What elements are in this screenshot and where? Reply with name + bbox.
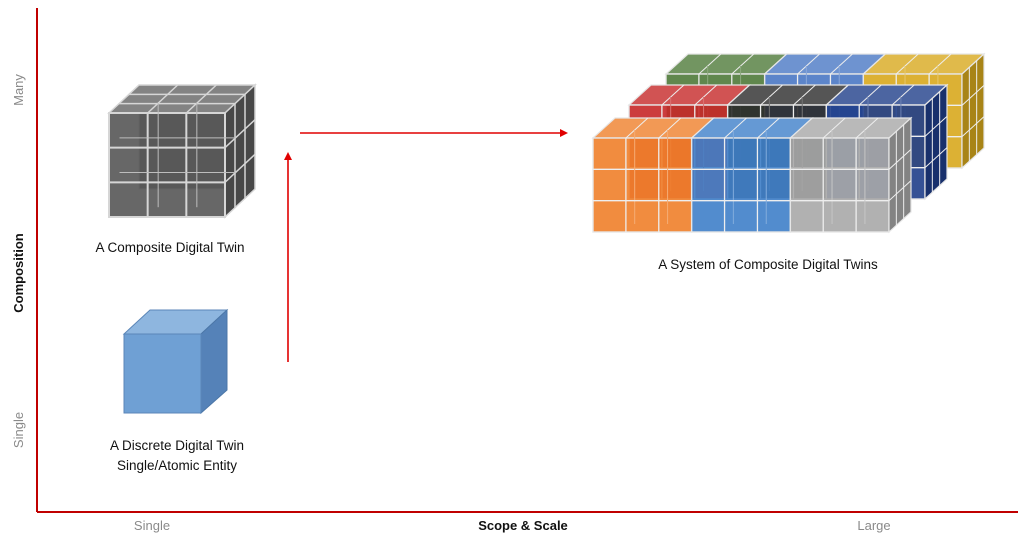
system-block-front [789, 137, 890, 233]
system-grid-line [924, 115, 948, 137]
composite-grid-line [224, 119, 256, 149]
system-grid-line [895, 53, 919, 75]
system-block-front [592, 137, 693, 233]
discrete-twin-caption-line2: Single/Atomic Entity [117, 458, 237, 473]
system-grid-line [757, 117, 780, 139]
discrete-cube-front [123, 333, 202, 414]
composite-front-face [108, 112, 226, 218]
composite-twin-cube [107, 83, 257, 219]
composite-grid-line [224, 153, 256, 183]
system-grid-line [694, 84, 718, 106]
system-grid-line [891, 84, 915, 106]
x-axis-title: Scope & Scale [478, 518, 568, 533]
y-axis-low-label: Single [11, 412, 26, 448]
system-grid-line [698, 53, 722, 75]
system-grid-line [625, 117, 649, 139]
x-axis-low-label: Single [134, 518, 170, 533]
system-grid-line [855, 117, 879, 139]
system-grid-line [961, 116, 985, 138]
system-grid-line [888, 148, 912, 170]
system-block-side [888, 116, 912, 234]
system-grid-line [760, 84, 783, 106]
discrete-twin-caption-line1: A Discrete Digital Twin [110, 438, 244, 453]
x-axis-high-label: Large [857, 518, 890, 533]
system-twins-caption: A System of Composite Digital Twins [658, 257, 878, 272]
system-grid-line [661, 84, 685, 106]
system-grid-line [731, 53, 755, 75]
system-grid-line [924, 147, 948, 169]
discrete-twin-cube [122, 308, 229, 415]
composite-grid-line [147, 84, 179, 114]
system-grid-line [858, 84, 882, 106]
composite-twin-caption: A Composite Digital Twin [95, 240, 244, 255]
system-of-twins-block [591, 52, 986, 234]
system-grid-line [822, 117, 846, 139]
y-axis-high-label: Many [11, 74, 26, 106]
composite-grid-line [185, 84, 217, 114]
system-grid-line [961, 84, 985, 106]
system-block-front [690, 137, 792, 233]
system-grid-line [724, 117, 747, 139]
system-grid-line [928, 53, 952, 75]
system-grid-line [830, 53, 853, 75]
system-grid-line [793, 84, 816, 106]
system-grid-line [888, 180, 912, 202]
system-grid-line [658, 117, 682, 139]
y-axis-title: Composition [11, 233, 26, 312]
system-block-side [961, 52, 985, 170]
system-grid-line [797, 53, 820, 75]
system-block-side [924, 83, 948, 201]
